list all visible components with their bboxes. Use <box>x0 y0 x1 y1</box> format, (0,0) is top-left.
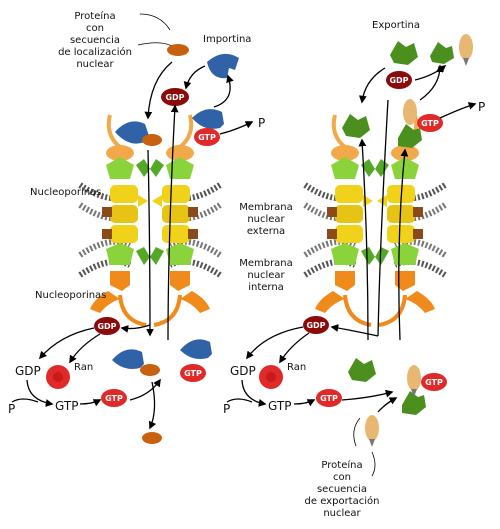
ran-left-label: Ran <box>74 362 93 373</box>
exportin-returning-icon <box>342 114 370 138</box>
nls-line-1: Proteína <box>74 10 115 22</box>
nuclear-pore-complex-right <box>305 115 445 325</box>
membrane-labels: Membrana nuclear externa Membrana nuclea… <box>239 202 293 293</box>
ran-gtp-export-top-icon <box>417 114 443 132</box>
nucleoporinas-top-label: Nucleoporinas <box>30 187 101 198</box>
gtp-text-right: GTP <box>268 399 291 413</box>
ran-gtp-bottom-icon <box>101 389 127 407</box>
import-panel: Proteína con secuencia de localización n… <box>8 10 265 444</box>
ran-gdp-export-bottom-tag: GDP <box>306 321 325 330</box>
nes-cargo-label: Proteína con secuencia de exportación nu… <box>305 459 380 519</box>
nls-cargo-label: Proteína con secuencia de localización n… <box>58 10 132 70</box>
exportin-complex-top-icon <box>398 124 422 148</box>
ran-gdp-bottom-tag: GDP <box>97 322 116 331</box>
exportin-nucleus-icon <box>348 358 376 382</box>
membrana-interna-3: interna <box>248 282 284 293</box>
nes-line-5: nuclear <box>323 508 361 519</box>
cargo-nes-icon <box>365 415 379 441</box>
ran-gdp-top-tag: GDP <box>165 93 184 102</box>
ran-gtp-top-icon <box>194 128 220 146</box>
export-panel: Exportina GDP GTP P GDP Ran GDP GTP P <box>223 20 485 519</box>
ran-gtp-export-complex-tag: GTP <box>425 378 443 387</box>
ran-gtp-export-bottom-icon <box>316 389 342 407</box>
membrana-externa-1: Membrana <box>239 202 293 213</box>
membrana-interna-1: Membrana <box>239 258 293 269</box>
cargo-exported-icon <box>459 34 473 60</box>
exportin-release-icon <box>430 42 454 64</box>
ran-gtp-top-tag: GTP <box>198 133 216 142</box>
cargo-bound-icon <box>142 134 162 146</box>
phosphate-left-label: P <box>258 116 265 130</box>
nes-line-1: Proteína <box>321 459 362 471</box>
cargo-complex-bottom-icon <box>407 365 421 391</box>
ran-gtp-nucleus-icon <box>180 364 206 382</box>
cargo-released-pre-icon <box>140 364 160 376</box>
p-bottom-left: P <box>8 402 15 416</box>
cargo-protein-icon <box>167 44 189 56</box>
gtp-text-left: GTP <box>55 399 78 413</box>
gdp-text-right: GDP <box>230 364 256 378</box>
importin-bound-rangtp-icon <box>180 339 212 359</box>
ran-gtp-bottom-tag: GTP <box>105 394 123 403</box>
cargo-complex-top-icon <box>403 99 417 125</box>
exportina-label: Exportina <box>372 20 420 31</box>
ran-gtp-export-top-tag: GTP <box>421 119 439 128</box>
nes-line-2: con <box>333 472 351 483</box>
nucleoporinas-bottom-label: Nucleoporinas <box>35 290 106 301</box>
membrana-externa-2: nuclear <box>247 214 285 225</box>
ran-gtp-nucleus-tag: GTP <box>184 369 202 378</box>
phosphate-right-label: P <box>478 100 485 114</box>
ran-gdp-export-top-tag: GDP <box>389 76 408 85</box>
cargo-released-icon <box>142 432 162 444</box>
nls-line-3: secuencia <box>70 35 120 46</box>
importina-label: Importina <box>203 34 251 45</box>
nes-line-4: de exportación <box>305 495 380 507</box>
nls-line-4: de localización <box>58 46 132 58</box>
ran-gtp-export-complex-icon <box>421 373 447 391</box>
p-bottom-right: P <box>223 402 230 416</box>
ran-gdp-bottom-icon <box>94 317 120 335</box>
ran-gdp-export-bottom-icon <box>303 316 329 334</box>
ran-gdp-export-top-icon <box>386 71 412 89</box>
gdp-text-left: GDP <box>15 364 41 378</box>
membrana-interna-2: nuclear <box>247 270 285 281</box>
importin-free-icon <box>207 53 239 79</box>
exportin-free-icon <box>390 41 418 65</box>
ran-gdp-top-icon <box>161 88 189 106</box>
importin-rangtp-icon <box>192 109 224 129</box>
importin-nucleus-icon <box>112 349 144 369</box>
importin-complex-icon <box>115 121 149 144</box>
exportin-complex-bottom-icon <box>402 391 426 415</box>
ran-right-label: Ran <box>287 362 306 373</box>
membrana-externa-3: externa <box>247 226 285 237</box>
ran-gtp-export-bottom-tag: GTP <box>320 394 338 403</box>
nes-line-3: secuencia <box>317 484 367 495</box>
nls-line-5: nuclear <box>76 59 114 70</box>
nls-line-2: con <box>86 23 104 34</box>
